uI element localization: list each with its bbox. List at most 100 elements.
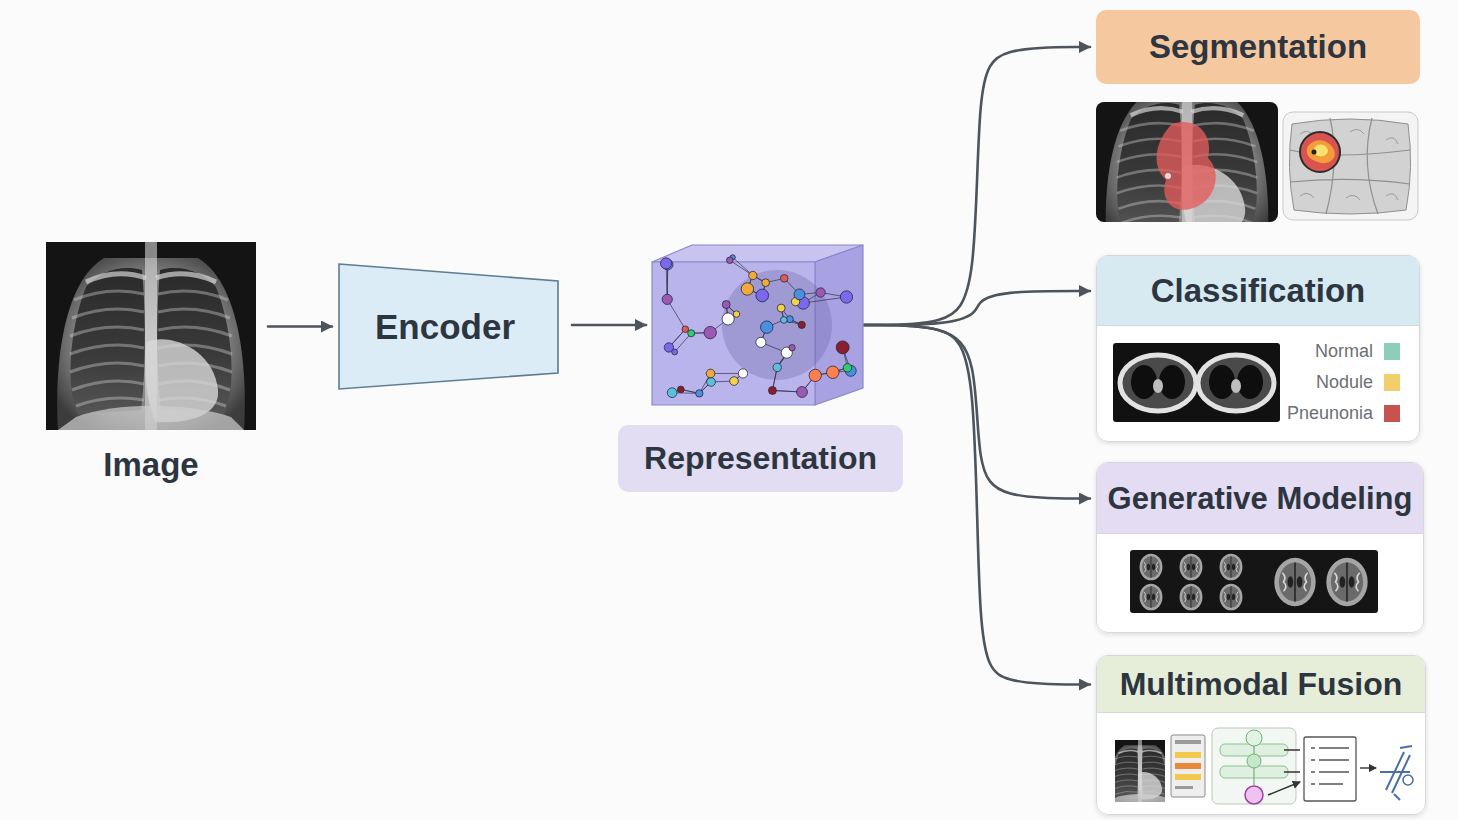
classification-ct (1113, 343, 1280, 422)
segmentation-illustration (1157, 122, 1216, 210)
segmentation-illustration (1289, 119, 1410, 214)
input-xray (46, 242, 256, 430)
multimodal-icons (1175, 740, 1201, 744)
generative-mri (1180, 584, 1203, 611)
segmentation-illustration (1312, 150, 1317, 155)
network-dot (727, 257, 734, 264)
network-dot (762, 279, 770, 287)
generative-mri (1140, 584, 1163, 611)
task-title: Multimodal Fusion (1097, 656, 1425, 713)
network-dot (840, 291, 852, 303)
network-dot (738, 369, 747, 378)
generative-mri (1220, 584, 1243, 611)
network-dot (704, 326, 716, 338)
network-dot (722, 313, 734, 325)
encoder-label: Encoder (375, 307, 515, 347)
task-title: Generative Modeling (1097, 463, 1423, 534)
multimodal-icons (1380, 746, 1412, 793)
network-dot (677, 386, 684, 393)
multimodal-icons (1360, 767, 1376, 768)
panel-card (1096, 255, 1426, 815)
legend-label: Pneunonia (1287, 403, 1373, 424)
generative-mri (1130, 550, 1378, 613)
classification-ct (1237, 365, 1263, 399)
legend-swatch (1384, 405, 1400, 422)
panel-card (1096, 255, 1420, 442)
legend: NormalNodulePneunonia (1272, 336, 1400, 429)
network-dot (707, 378, 716, 387)
multimodal-icons (1247, 754, 1261, 768)
network-dot (768, 387, 776, 395)
segmentation-illustration (1314, 144, 1328, 156)
representation-shape (652, 245, 864, 405)
generative-mri (1220, 554, 1243, 581)
generative-mri (1326, 558, 1367, 606)
legend-swatch (1384, 374, 1400, 391)
representation-label: Representation (618, 425, 903, 492)
network-dot (836, 341, 849, 354)
network-dot (667, 388, 677, 398)
multimodal-icons (1246, 730, 1262, 746)
segmentation-illustration (1096, 102, 1278, 222)
legend-row: Normal (1272, 336, 1400, 367)
network-dot (756, 337, 766, 347)
legend-row: Pneunonia (1272, 398, 1400, 429)
multimodal-icons (1212, 728, 1296, 804)
network-dot (789, 345, 795, 351)
multimodal-icons (1394, 794, 1400, 800)
legend-label: Normal (1315, 341, 1373, 362)
classification-ct (1209, 365, 1235, 399)
input-xray (46, 242, 256, 430)
multimodal-icons (1403, 775, 1413, 785)
multimodal-icons (1311, 748, 1349, 784)
network-dot (741, 283, 753, 295)
multimodal-icons (1105, 740, 1174, 802)
multimodal-icons (1304, 737, 1356, 801)
multimodal-icons (1175, 786, 1193, 789)
classification-ct (1153, 379, 1163, 393)
representation-cube: Representation (652, 245, 864, 405)
network-dot (749, 271, 757, 279)
encoder-trapezoid (339, 264, 558, 389)
multimodal-icons (1175, 763, 1201, 769)
classification-ct (1198, 355, 1274, 411)
multimodal-icons (1175, 774, 1201, 780)
network-lines (666, 257, 851, 393)
classification-ct (1120, 355, 1196, 411)
segmentation-illustration (1096, 102, 1278, 222)
network-dot (722, 301, 730, 309)
network-dot (843, 364, 851, 372)
legend-row: Nodule (1272, 367, 1400, 398)
network-dot (662, 294, 672, 304)
image-label: Image (46, 446, 256, 484)
task-panel: Multimodal Fusion (1096, 655, 1426, 815)
network-dot (809, 369, 821, 381)
network-dot (827, 366, 839, 378)
panel-card (1096, 462, 1424, 633)
network-dot (777, 304, 785, 312)
network-dot (773, 363, 781, 371)
multimodal-icons (1245, 786, 1263, 804)
panel-card (1096, 655, 1426, 815)
generative-mri (1140, 554, 1163, 581)
classification-ct (1131, 365, 1157, 399)
multimodal-icons (1175, 752, 1201, 758)
legend-label: Nodule (1316, 372, 1373, 393)
flow-arrow (864, 47, 1090, 325)
network-dot (661, 258, 672, 269)
flow-arrow (864, 291, 1090, 325)
task-panel: Generative Modeling (1096, 462, 1424, 633)
segmentation-illustration (1165, 173, 1171, 179)
network-dot (761, 321, 773, 333)
segmentation-illustration (1300, 129, 1398, 200)
segmentation-illustration (1283, 112, 1418, 220)
segmentation-illustration (1290, 118, 1410, 214)
classification-ct (1113, 343, 1280, 422)
cube-core (722, 270, 832, 380)
network-dot (816, 288, 825, 297)
network-dot (688, 330, 695, 337)
multimodal-icons (1105, 728, 1413, 804)
flow-arrow (268, 325, 332, 328)
multimodal-icons (1171, 735, 1205, 797)
legend-swatch (1384, 343, 1400, 360)
